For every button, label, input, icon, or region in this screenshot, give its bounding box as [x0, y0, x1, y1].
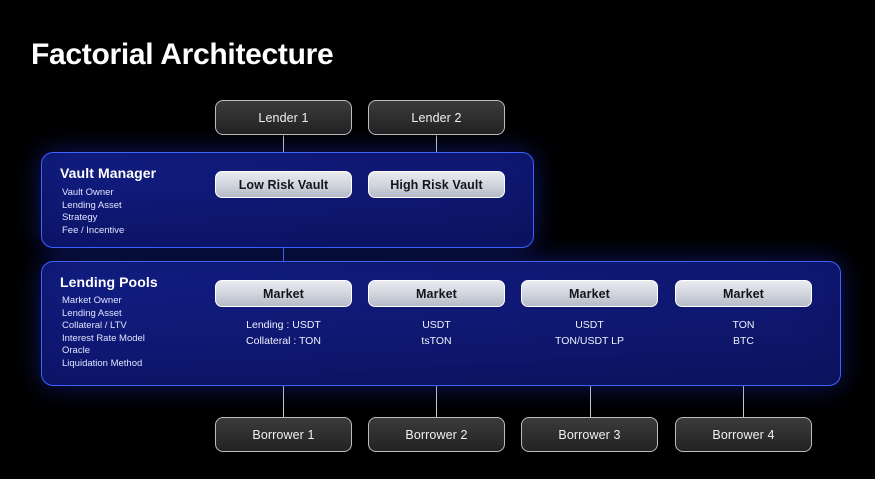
market-2-label: Market: [416, 286, 457, 301]
market-4-label: Market: [723, 286, 764, 301]
connector-pools-to-borrower-4: [743, 386, 744, 417]
connector-vault-to-pools: [283, 248, 284, 262]
pool-attribute-item: Market Owner: [62, 295, 122, 306]
borrower-1-node[interactable]: Borrower 1: [215, 417, 352, 452]
lender-2-node[interactable]: Lender 2: [368, 100, 505, 135]
market-4-caption: TON BTC: [675, 317, 812, 349]
market-1-caption: Lending : USDT Collateral : TON: [215, 317, 352, 349]
market-3-collateral: TON/USDT LP: [554, 335, 625, 347]
pool-attribute-item: Interest Rate Model: [62, 332, 145, 344]
vault-manager-attribute-list: Vault Owner Lending Asset Strategy Fee /…: [62, 187, 124, 237]
lending-pools-heading: Lending Pools: [60, 274, 158, 290]
market-2-collateral: tsTON: [421, 335, 452, 347]
market-2-caption: USDT tsTON: [368, 317, 505, 349]
market-3-lending: USDT: [575, 319, 604, 331]
connector-pools-to-borrower-3: [590, 386, 591, 417]
borrower-4-label: Borrower 4: [712, 427, 775, 442]
high-risk-vault-label: High Risk Vault: [390, 177, 483, 192]
connector-lender-2-to-vault: [436, 135, 437, 155]
page-title: Factorial Architecture: [31, 38, 334, 71]
lender-1-node[interactable]: Lender 1: [215, 100, 352, 135]
market-1-collateral: Collateral : TON: [246, 335, 321, 347]
low-risk-vault-label: Low Risk Vault: [238, 177, 329, 192]
vault-manager-heading: Vault Manager: [60, 165, 157, 181]
market-1-label: Market: [263, 286, 304, 301]
vault-manager-panel: Vault Manager Vault Owner Lending Asset …: [41, 152, 534, 248]
market-3-pill[interactable]: Market: [521, 280, 658, 307]
high-risk-vault-pill[interactable]: High Risk Vault: [368, 171, 505, 198]
market-1-lending: Lending : USDT: [246, 319, 321, 331]
borrower-3-label: Borrower 3: [558, 427, 621, 442]
market-2-pill[interactable]: Market: [368, 280, 505, 307]
market-3-caption: USDT TON/USDT LP: [521, 317, 658, 349]
borrower-2-node[interactable]: Borrower 2: [368, 417, 505, 452]
pool-attribute-item: Oracle: [62, 345, 90, 357]
vault-attribute-item: Vault Owner: [62, 187, 114, 198]
vault-attribute-item: Fee / Incentive: [62, 224, 125, 236]
market-3-label: Market: [569, 286, 610, 301]
pool-attribute-item: Collateral / LTV: [62, 320, 127, 332]
borrower-1-label: Borrower 1: [252, 427, 315, 442]
lending-pools-attribute-list: Market Owner Lending Asset Collateral / …: [62, 295, 145, 371]
borrower-2-label: Borrower 2: [405, 427, 468, 442]
low-risk-vault-pill[interactable]: Low Risk Vault: [215, 171, 352, 198]
market-2-lending: USDT: [422, 319, 451, 331]
connector-pools-to-borrower-2: [436, 386, 437, 417]
market-1-pill[interactable]: Market: [215, 280, 352, 307]
connector-lender-1-to-vault: [283, 135, 284, 155]
pool-attribute-item: Liquidation Method: [62, 357, 143, 369]
pool-attribute-item: Lending Asset: [62, 307, 122, 319]
market-4-lending: TON: [732, 319, 755, 331]
lender-1-label: Lender 1: [258, 110, 309, 125]
borrower-4-node[interactable]: Borrower 4: [675, 417, 812, 452]
borrower-3-node[interactable]: Borrower 3: [521, 417, 658, 452]
vault-attribute-item: Lending Asset: [62, 199, 122, 211]
market-4-pill[interactable]: Market: [675, 280, 812, 307]
vault-attribute-item: Strategy: [62, 212, 98, 224]
lender-2-label: Lender 2: [411, 110, 462, 125]
connector-pools-to-borrower-1: [283, 386, 284, 417]
market-4-collateral: BTC: [733, 335, 754, 347]
